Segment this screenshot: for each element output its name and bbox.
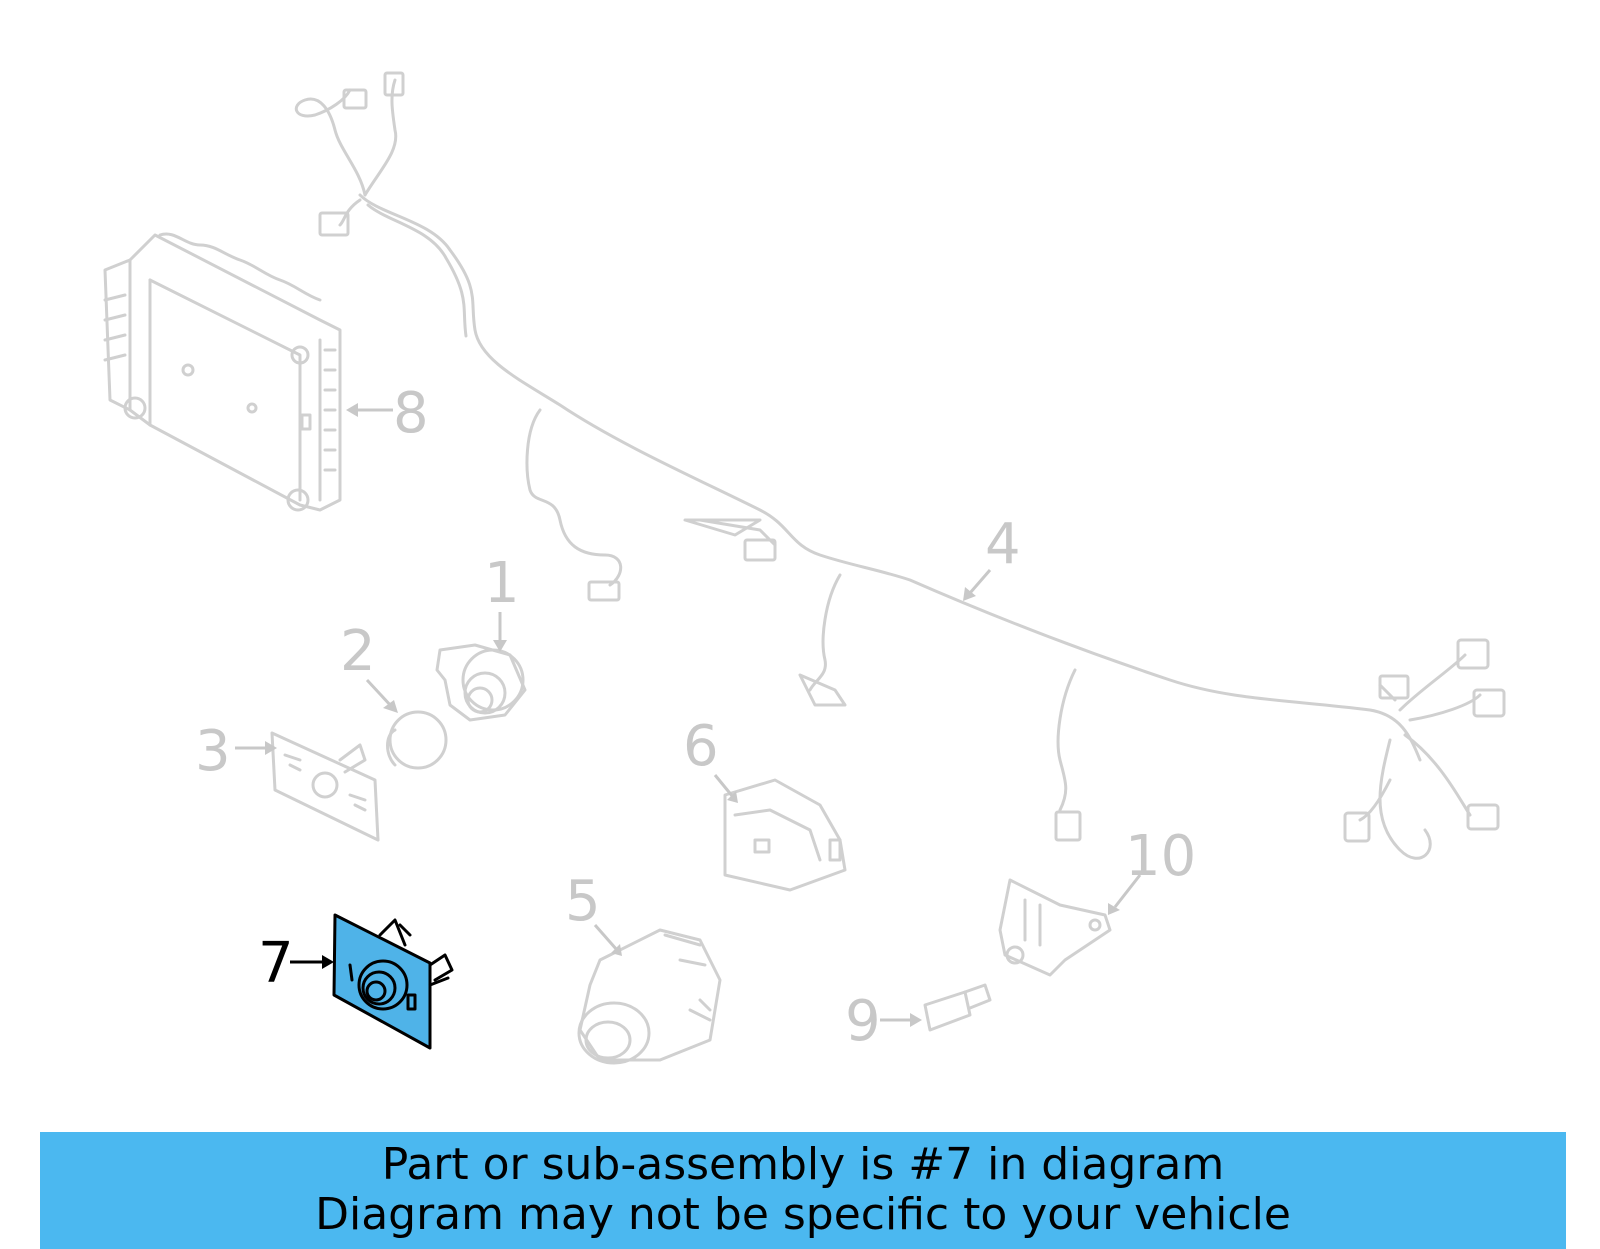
info-banner: Part or sub-assembly is #7 in diagram Di… xyxy=(40,1132,1566,1249)
part-5-camera xyxy=(577,928,722,1065)
callout-9: 9 xyxy=(845,989,881,1054)
callout-8: 8 xyxy=(393,381,429,446)
part-3-bracket xyxy=(270,731,380,842)
callout-3: 3 xyxy=(195,719,231,784)
callout-numbers: 1 2 3 4 5 6 7 8 9 10 xyxy=(195,381,1196,1054)
part-8-control-module xyxy=(103,232,342,512)
part-4-wiring-harness xyxy=(294,71,1506,860)
callout-4: 4 xyxy=(985,512,1021,577)
callout-arrows xyxy=(235,403,1142,1027)
part-6-bracket xyxy=(723,778,847,892)
part-9-small-sensor xyxy=(923,983,992,1032)
callout-1: 1 xyxy=(484,551,520,616)
banner-line-2: Diagram may not be specific to your vehi… xyxy=(315,1189,1291,1240)
part-10-mounting-bracket xyxy=(998,878,1112,977)
part-7-sensor-bracket xyxy=(332,913,454,1050)
callout-10: 10 xyxy=(1125,824,1196,889)
part-2-cap xyxy=(386,710,448,770)
callout-6: 6 xyxy=(683,714,719,779)
banner-line-1: Part or sub-assembly is #7 in diagram xyxy=(381,1139,1225,1190)
part-1-sensor xyxy=(435,643,527,722)
callout-7: 7 xyxy=(258,931,294,996)
callout-5: 5 xyxy=(565,869,601,934)
callout-2: 2 xyxy=(340,619,376,684)
